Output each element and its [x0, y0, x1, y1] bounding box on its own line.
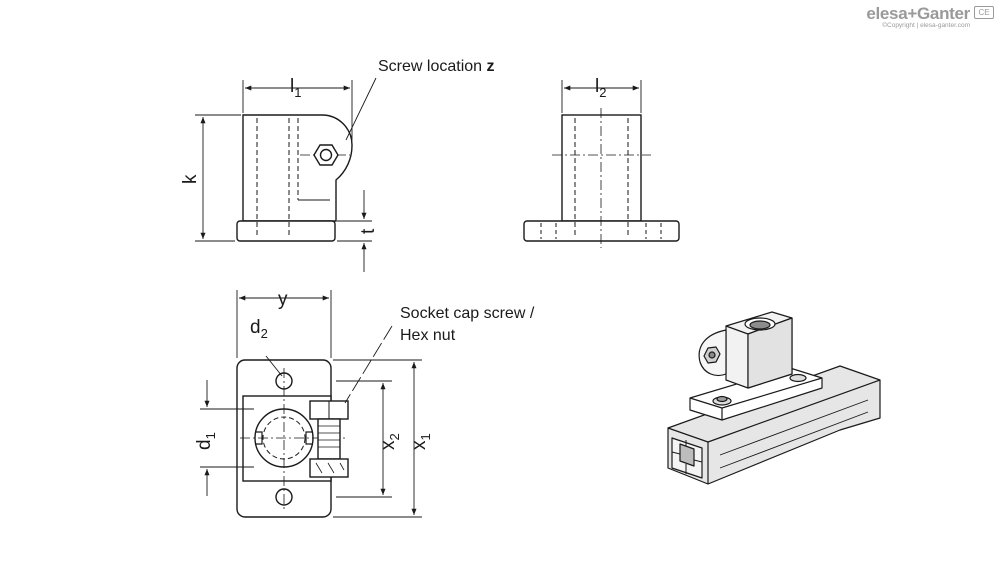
label-x1: x1	[409, 433, 433, 450]
front-view-base	[523, 220, 680, 242]
label-t: t	[358, 228, 379, 234]
note-screw-location: Screw location z	[378, 58, 495, 75]
front-view	[523, 80, 680, 248]
side-view	[195, 77, 377, 272]
front-view-body	[561, 114, 642, 222]
hex-nut-icon	[313, 144, 339, 166]
note-hex-nut: Hex nut	[400, 327, 456, 344]
note-socket-cap-screw: Socket cap screw /	[400, 305, 535, 322]
isometric-view	[667, 311, 881, 485]
brand-logo: elesa+Ganter ©Copyright | elesa-ganter.c…	[866, 4, 970, 29]
ce-mark: CE	[974, 6, 994, 19]
label-y: y	[278, 289, 288, 310]
hex-nut	[309, 458, 349, 478]
side-view-base	[236, 220, 336, 242]
label-x2: x2	[378, 433, 402, 450]
top-view	[200, 290, 422, 518]
label-l1: l1	[290, 76, 301, 100]
label-d2: d2	[250, 317, 268, 341]
brand-name: elesa+Ganter	[866, 4, 970, 23]
brand-copyright: ©Copyright | elesa-ganter.com	[882, 22, 970, 29]
label-k: k	[180, 174, 201, 184]
label-l2: l2	[595, 76, 606, 100]
label-d1: d1	[194, 432, 218, 450]
